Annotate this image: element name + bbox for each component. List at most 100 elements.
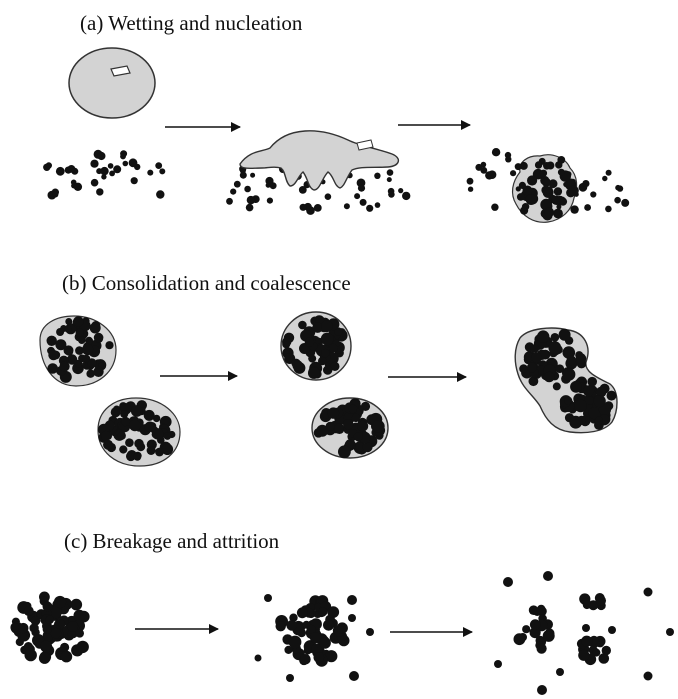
- particle: [46, 335, 57, 346]
- section-a-title: (a) Wetting and nucleation: [80, 11, 303, 35]
- particle: [299, 203, 307, 211]
- particle: [568, 185, 579, 196]
- particle: [233, 180, 241, 188]
- particle: [110, 407, 121, 418]
- particle: [556, 204, 562, 210]
- particle: [327, 606, 340, 618]
- particle: [540, 349, 551, 360]
- particle: [18, 622, 29, 634]
- particle: [85, 336, 93, 345]
- particle: [49, 605, 62, 619]
- particle: [109, 170, 115, 177]
- particle: [52, 191, 59, 198]
- particle: [503, 577, 513, 587]
- particle: [318, 607, 328, 617]
- particle: [569, 415, 583, 429]
- particle: [529, 619, 541, 630]
- particle: [284, 645, 293, 655]
- particle: [543, 571, 553, 581]
- particle: [546, 161, 555, 170]
- nucleus-formation: [466, 148, 630, 223]
- particle: [605, 205, 612, 213]
- granule-particles: [98, 400, 176, 462]
- particle: [323, 365, 333, 375]
- particle: [155, 447, 164, 457]
- particle: [527, 362, 537, 373]
- particle: [581, 635, 593, 647]
- granule-particles: [282, 315, 348, 379]
- particle: [53, 595, 67, 609]
- nucleus-powder-bed: [466, 148, 630, 221]
- particle: [45, 615, 54, 624]
- section-c-title: (c) Breakage and attrition: [64, 529, 280, 553]
- particle: [60, 650, 73, 663]
- particle: [525, 194, 537, 205]
- particle: [494, 660, 502, 668]
- particle: [531, 352, 542, 363]
- particle: [551, 195, 561, 205]
- droplet-highlight: [110, 65, 131, 77]
- particle: [548, 341, 562, 354]
- particle: [398, 188, 404, 194]
- particle: [643, 587, 653, 597]
- particle: [67, 621, 79, 632]
- intact-granule: [10, 591, 90, 664]
- particle: [536, 643, 547, 654]
- particle: [121, 416, 131, 427]
- liquid-droplet: [68, 47, 156, 119]
- particle: [55, 339, 67, 351]
- particle: [66, 354, 78, 365]
- particle: [90, 159, 99, 168]
- particle: [323, 619, 335, 631]
- particle: [144, 421, 156, 433]
- particle: [76, 640, 89, 654]
- particle: [298, 320, 307, 330]
- particle: [86, 369, 95, 378]
- particle: [38, 652, 51, 664]
- particle: [583, 385, 595, 397]
- particle: [374, 172, 381, 179]
- particle: [666, 628, 674, 636]
- particle: [595, 595, 607, 606]
- particle: [509, 170, 517, 177]
- particle: [286, 674, 294, 682]
- particle: [159, 168, 166, 175]
- particle: [348, 614, 356, 622]
- particle: [70, 598, 83, 611]
- particle: [403, 194, 410, 200]
- particle: [100, 430, 111, 441]
- particle: [311, 643, 323, 655]
- granule-fragment-left: [513, 604, 555, 654]
- particle: [562, 368, 576, 381]
- particle: [304, 337, 315, 347]
- particle: [306, 624, 316, 634]
- particle: [588, 407, 601, 420]
- section-a-wetting-nucleation: [43, 47, 630, 223]
- particle: [42, 624, 52, 634]
- particle: [553, 208, 563, 219]
- particle: [566, 355, 577, 366]
- particle: [308, 354, 317, 363]
- particle: [42, 601, 53, 612]
- particle: [10, 622, 20, 632]
- particle: [327, 407, 340, 419]
- particle: [593, 395, 606, 408]
- particle: [245, 203, 254, 212]
- particle: [522, 625, 531, 634]
- particle: [615, 184, 621, 191]
- particle: [117, 431, 126, 440]
- particle: [325, 421, 335, 431]
- particle: [101, 174, 107, 180]
- particle: [289, 613, 298, 622]
- particle: [343, 203, 350, 210]
- particle: [105, 341, 114, 350]
- particle: [316, 424, 329, 437]
- particle: [564, 396, 573, 405]
- particle: [78, 336, 86, 345]
- granule-particles: [519, 328, 617, 430]
- particle: [152, 428, 164, 440]
- particle: [545, 186, 553, 194]
- particle: [537, 685, 547, 695]
- particle: [548, 179, 558, 189]
- particle: [130, 405, 143, 417]
